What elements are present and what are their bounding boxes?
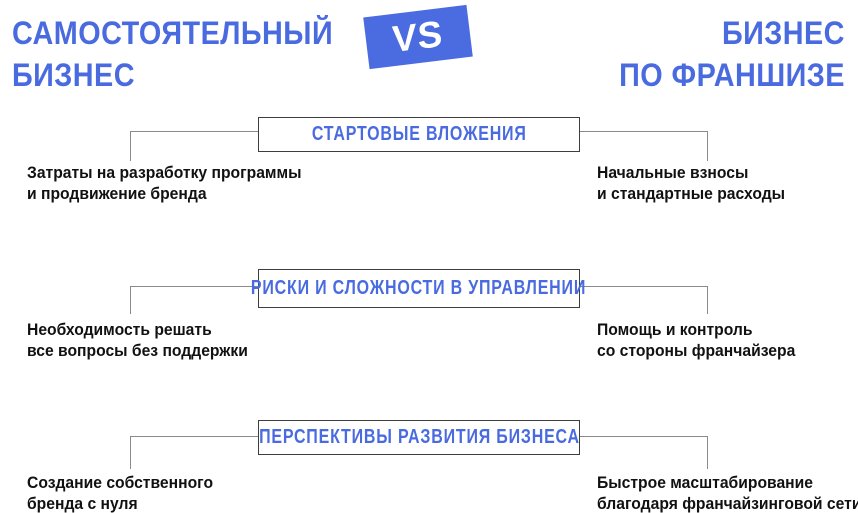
section-title: ПЕРСПЕКТИВЫ РАЗВИТИЯ БИЗНЕСА (258, 426, 580, 448)
left-item-line2: бренда с нуля (27, 495, 138, 513)
right-item-line2: и стандартные расходы (597, 185, 786, 203)
right-item-line1: Помощь и контроль (597, 321, 753, 339)
right-title-line1: БИЗНЕС (722, 15, 845, 51)
right-item-line1: Быстрое масштабирование (597, 474, 813, 492)
section-box-risks-management: РИСКИ И СЛОЖНОСТИ В УПРАВЛЕНИИ (251, 269, 586, 308)
left-item-line1: Необходимость решать (27, 321, 212, 339)
right-item-section-1: Начальные взносы и стандартные расходы (597, 163, 785, 205)
left-item-line2: все вопросы без поддержки (27, 342, 248, 360)
right-item-line2: со стороны франчайзера (597, 342, 796, 360)
vs-badge: VS (363, 4, 473, 70)
left-item-section-1: Затраты на разработку программы и продви… (27, 163, 302, 205)
section-title: РИСКИ И СЛОЖНОСТИ В УПРАВЛЕНИИ (251, 277, 587, 299)
right-item-line2: благодаря франчайзинговой сети (597, 495, 858, 513)
section-box-business-prospects: ПЕРСПЕКТИВЫ РАЗВИТИЯ БИЗНЕСА (258, 420, 580, 455)
right-item-line1: Начальные взносы (597, 164, 749, 182)
connector-right-section-3 (578, 436, 708, 469)
connector-right-section-1 (578, 131, 708, 161)
connector-left-section-3 (130, 436, 259, 469)
left-title-line2: БИЗНЕС (12, 57, 135, 93)
connector-left-section-2 (130, 286, 259, 314)
connector-left-section-1 (130, 131, 259, 161)
vs-label: VS (391, 12, 445, 61)
left-item-line2: и продвижение бренда (27, 185, 207, 203)
left-item-line1: Затраты на разработку программы (27, 164, 302, 182)
right-column-title: БИЗНЕС ПО ФРАНШИЗЕ (619, 12, 845, 96)
right-item-section-3: Быстрое масштабирование благодаря франча… (597, 473, 858, 513)
connector-right-section-2 (578, 286, 708, 314)
left-column-title: САМОСТОЯТЕЛЬНЫЙ БИЗНЕС (12, 12, 333, 96)
left-item-line1: Создание собственного (27, 474, 214, 492)
right-item-section-2: Помощь и контроль со стороны франчайзера (597, 320, 795, 362)
section-title: СТАРТОВЫЕ ВЛОЖЕНИЯ (311, 123, 527, 145)
left-item-section-2: Необходимость решать все вопросы без под… (27, 320, 248, 362)
right-title-line2: ПО ФРАНШИЗЕ (619, 57, 845, 93)
section-box-starting-investments: СТАРТОВЫЕ ВЛОЖЕНИЯ (258, 117, 580, 152)
left-item-section-3: Создание собственного бренда с нуля (27, 473, 213, 513)
left-title-line1: САМОСТОЯТЕЛЬНЫЙ (12, 15, 334, 51)
